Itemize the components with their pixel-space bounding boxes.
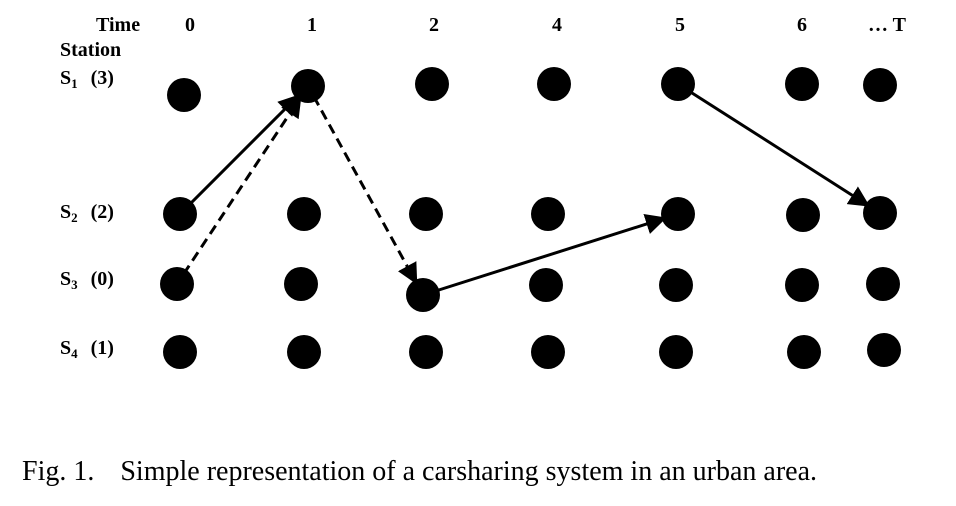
station-time-node bbox=[537, 67, 571, 101]
station-subscript: 1 bbox=[71, 76, 78, 91]
station-label: S4 (1) bbox=[60, 337, 114, 361]
station-time-node bbox=[787, 335, 821, 369]
nodes-layer bbox=[160, 67, 901, 369]
station-time-node bbox=[867, 333, 901, 367]
time-tick: 6 bbox=[797, 14, 807, 36]
station-letter: S bbox=[60, 67, 72, 89]
station-time-node bbox=[661, 197, 695, 231]
station-subscript: 3 bbox=[71, 277, 78, 292]
station-time-node bbox=[415, 67, 449, 101]
station-count: (0) bbox=[90, 268, 114, 290]
station-header: Station bbox=[60, 39, 122, 61]
station-time-node bbox=[287, 197, 321, 231]
station-time-node bbox=[287, 335, 321, 369]
station-time-node bbox=[785, 67, 819, 101]
station-count: (3) bbox=[90, 67, 114, 89]
station-count: (1) bbox=[90, 337, 114, 359]
station-letter: S bbox=[60, 201, 72, 223]
station-count: (2) bbox=[90, 201, 114, 223]
time-tick: 0 bbox=[185, 14, 195, 36]
dashed-trip-arrow bbox=[312, 95, 418, 285]
station-time-node bbox=[531, 335, 565, 369]
station-time-node bbox=[863, 196, 897, 230]
time-tick: 5 bbox=[675, 14, 685, 36]
station-time-node bbox=[531, 197, 565, 231]
station-time-node bbox=[529, 268, 563, 302]
time-header: Time bbox=[96, 14, 141, 36]
figure-number: Fig. 1. bbox=[22, 456, 95, 487]
station-time-node bbox=[659, 335, 693, 369]
station-time-node bbox=[866, 267, 900, 301]
station-time-node bbox=[163, 197, 197, 231]
station-time-node bbox=[785, 268, 819, 302]
solid-trip-arrow bbox=[687, 89, 870, 207]
solid-trip-arrow bbox=[187, 94, 300, 207]
time-tick: … T bbox=[868, 14, 906, 36]
station-letter: S bbox=[60, 268, 72, 290]
station-subscript: 4 bbox=[71, 346, 78, 361]
trips-layer bbox=[182, 89, 870, 293]
station-subscript: 2 bbox=[71, 210, 78, 225]
caption-text: Simple representation of a carsharing sy… bbox=[120, 456, 817, 487]
station-label: S1 (3) bbox=[60, 67, 114, 91]
station-label: S3 (0) bbox=[60, 268, 114, 292]
figure-caption: Fig. 1. Simple representation of a carsha… bbox=[22, 458, 817, 486]
time-tick: 1 bbox=[307, 14, 317, 36]
solid-trip-arrow bbox=[433, 213, 667, 293]
time-tick: 2 bbox=[429, 14, 439, 36]
station-time-node bbox=[160, 267, 194, 301]
station-time-node bbox=[291, 69, 325, 103]
station-letter: S bbox=[60, 337, 72, 359]
dashed-trip-arrow bbox=[182, 95, 302, 275]
station-time-node bbox=[167, 78, 201, 112]
station-time-node bbox=[786, 198, 820, 232]
station-time-node bbox=[284, 267, 318, 301]
station-time-node bbox=[661, 67, 695, 101]
station-time-node bbox=[409, 197, 443, 231]
station-time-node bbox=[659, 268, 693, 302]
station-time-node bbox=[406, 278, 440, 312]
time-tick: 4 bbox=[552, 14, 562, 36]
station-label: S2 (2) bbox=[60, 201, 114, 225]
station-time-node bbox=[163, 335, 197, 369]
station-time-node bbox=[863, 68, 897, 102]
station-time-node bbox=[409, 335, 443, 369]
